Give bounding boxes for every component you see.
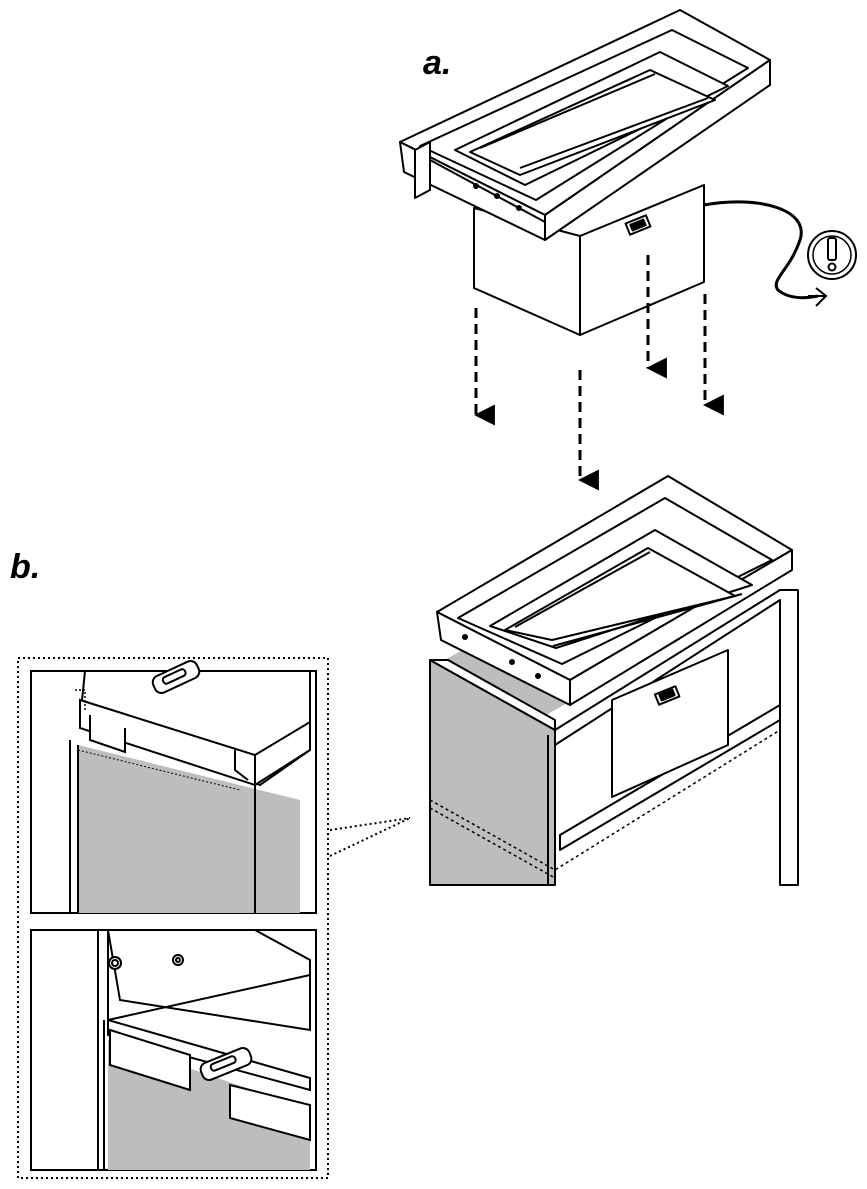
exclamation-in-circle-icon xyxy=(807,230,857,280)
plug-icon xyxy=(808,287,828,307)
detail-frame-outline xyxy=(17,657,329,1179)
dashed-arrow-down-icon xyxy=(473,255,724,491)
detail-callout-lines xyxy=(329,817,411,857)
detail-view-bottom xyxy=(30,929,317,1171)
step-a-label: a. xyxy=(423,44,452,82)
drop-in-unit-a xyxy=(399,9,819,336)
detail-view-top xyxy=(30,660,317,914)
step-b-label: b. xyxy=(10,548,41,586)
cabinet-with-unit-b xyxy=(429,475,799,886)
